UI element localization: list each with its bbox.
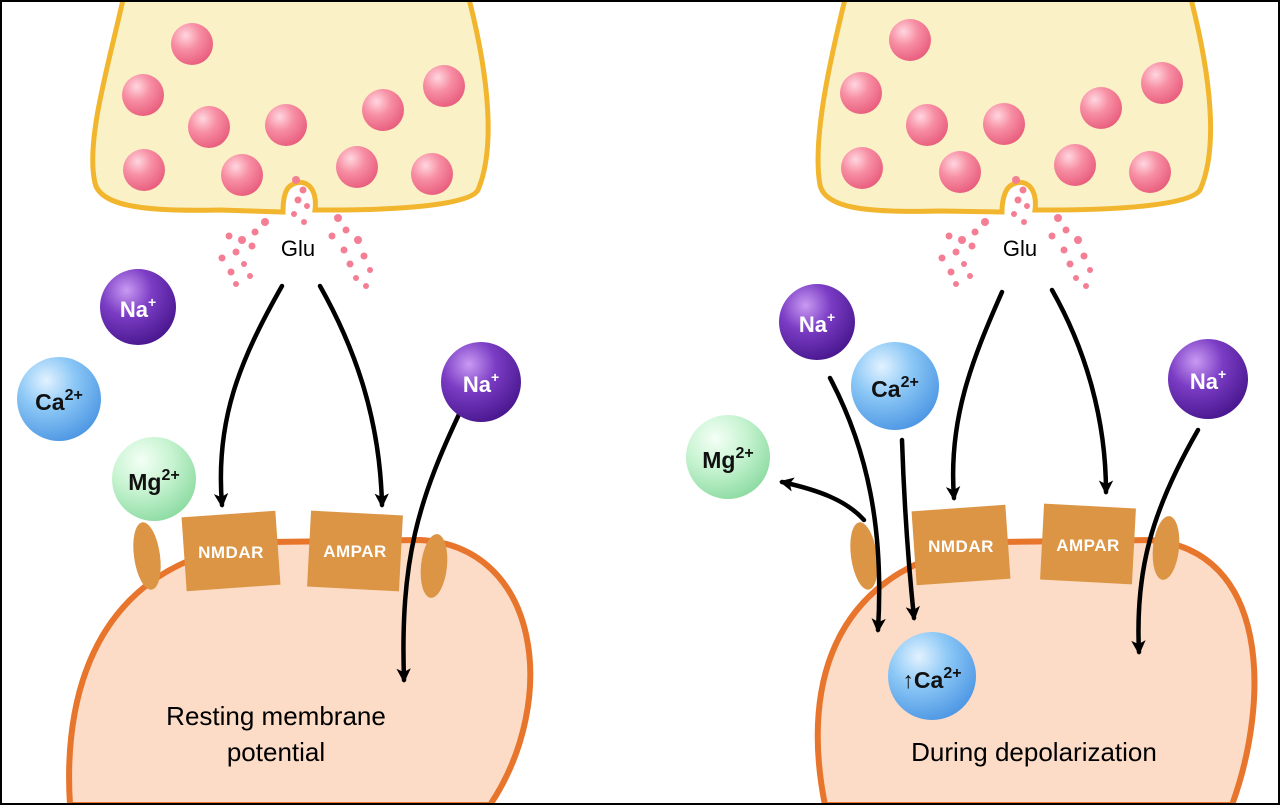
left-nmdar-label: NMDAR (198, 543, 264, 562)
left-caption-line-1: Resting membrane (166, 701, 386, 731)
svg-text:Mg2+: Mg2+ (702, 445, 753, 473)
svg-text:↑Ca2+: ↑Ca2+ (902, 665, 961, 693)
left-panel: Glu NMDAR AMPAR Na+ Ca2 (17, 0, 534, 805)
left-nmdar-receptor: NMDAR (181, 510, 281, 592)
right-arrow-ca-through-nmdar (899, 437, 920, 621)
postsynaptic-cell (66, 536, 534, 805)
left-glu-label: Glu (281, 236, 315, 261)
right-nmdar-label: NMDAR (928, 537, 994, 556)
right-arrow-na-through-nmdar (827, 375, 886, 633)
left-na-ion-1: Na+ (100, 269, 176, 345)
right-arrow-na-into-cell (1131, 427, 1201, 655)
right-channel-oval-left (850, 522, 878, 590)
right-na-ion-1: Na+ (779, 284, 855, 360)
left-channel-oval-right (420, 534, 448, 598)
svg-text:Ca2+: Ca2+ (35, 387, 83, 415)
svg-text:Na+: Na+ (120, 294, 156, 322)
right-caption: During depolarization (911, 737, 1157, 767)
right-arrow-glu-to-nmdar (945, 289, 1005, 501)
right-synaptic-vesicles (840, 19, 1183, 193)
right-glu-label: Glu (1003, 236, 1037, 261)
svg-text:Na+: Na+ (1190, 366, 1226, 394)
right-nmdar-receptor: NMDAR (911, 504, 1011, 586)
right-arrows (779, 287, 1201, 655)
right-ampar-receptor: AMPAR (1040, 503, 1136, 585)
left-arrow-glu-to-nmdar (213, 283, 285, 508)
left-ampar-label: AMPAR (323, 542, 387, 561)
left-arrows (213, 283, 465, 683)
left-ampar-receptor: AMPAR (307, 510, 403, 592)
right-glutamate-particles (938, 176, 1093, 289)
left-mg-ion: Mg2+ (112, 437, 196, 521)
svg-text:Na+: Na+ (799, 309, 835, 337)
glutamate-particles (218, 176, 373, 289)
right-panel: Glu NMDAR AMPAR Na+ (686, 0, 1258, 805)
svg-text:Ca2+: Ca2+ (871, 374, 919, 402)
left-na-ion-2: Na+ (441, 342, 521, 422)
left-ca-ion: Ca2+ (17, 357, 101, 441)
ca-rise-arrow-icon: ↑ (902, 667, 914, 693)
right-mg-ion: Mg2+ (686, 415, 770, 499)
svg-text:Na+: Na+ (463, 369, 499, 397)
right-channel-oval-right (1152, 516, 1180, 580)
right-arrow-mg-expelled (779, 477, 867, 523)
right-intracellular-ca-ion: ↑Ca2+ (888, 632, 976, 720)
right-ca-ion: Ca2+ (851, 342, 939, 430)
right-ampar-label: AMPAR (1056, 536, 1120, 555)
left-arrow-glu-to-ampar (317, 283, 389, 508)
synaptic-vesicles (122, 23, 465, 196)
svg-text:Mg2+: Mg2+ (128, 467, 179, 495)
left-channel-oval-left (133, 522, 161, 590)
right-arrow-glu-to-ampar (1049, 287, 1114, 495)
right-na-ion-2: Na+ (1168, 339, 1248, 419)
left-arrow-na-into-cell (396, 405, 465, 683)
left-caption-line-2: potential (227, 737, 325, 767)
